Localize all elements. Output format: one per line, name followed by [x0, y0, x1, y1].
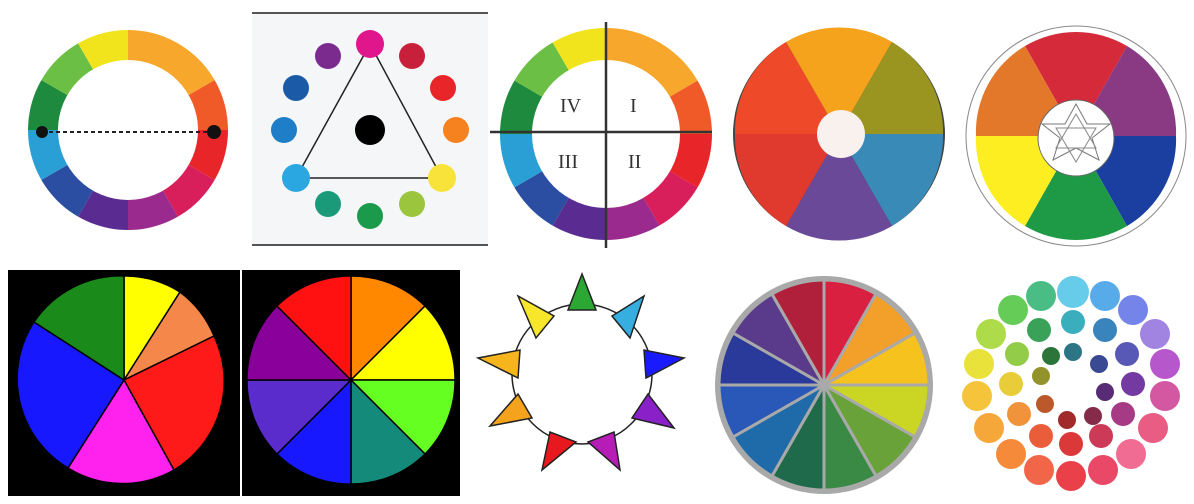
center-hole — [817, 110, 865, 158]
gradient-ring-diameter-panel — [22, 24, 234, 236]
eight-sector-pie-panel — [242, 270, 460, 496]
star-center-wheel-panel — [965, 12, 1187, 260]
pompom-wheel-panel — [955, 272, 1191, 498]
painted-twelve-wheel-panel — [712, 274, 936, 496]
gradient-ring-diameter — [22, 24, 234, 236]
nine-point-star — [472, 266, 698, 486]
seven-sector-pie-panel — [8, 270, 240, 496]
quadrant-label-i: I — [630, 95, 637, 117]
twelve-dot-wheel — [252, 12, 488, 246]
star-center-wheel — [965, 12, 1187, 260]
right-endpoint — [207, 125, 221, 139]
quadrant-label-iii: III — [558, 151, 578, 173]
center-star-disc — [1038, 100, 1114, 176]
nine-point-star-panel — [472, 266, 698, 486]
quadrant-ring-panel: IV I III II — [490, 22, 712, 248]
quadrant-label-ii: II — [628, 151, 641, 173]
pompom-wheel — [955, 272, 1191, 498]
eight-sector-pie — [242, 270, 460, 496]
seven-sector-pie — [8, 270, 240, 496]
quadrant-ring: IV I III II — [490, 22, 712, 248]
left-endpoint — [36, 126, 48, 138]
quadrant-label-iv: IV — [560, 95, 582, 117]
twelve-dot-wheel-panel — [252, 12, 488, 246]
painted-six-wheel-panel — [730, 22, 948, 246]
center-dot — [355, 115, 385, 145]
painted-six-wheel — [730, 22, 948, 246]
painted-twelve-wheel — [712, 274, 936, 496]
